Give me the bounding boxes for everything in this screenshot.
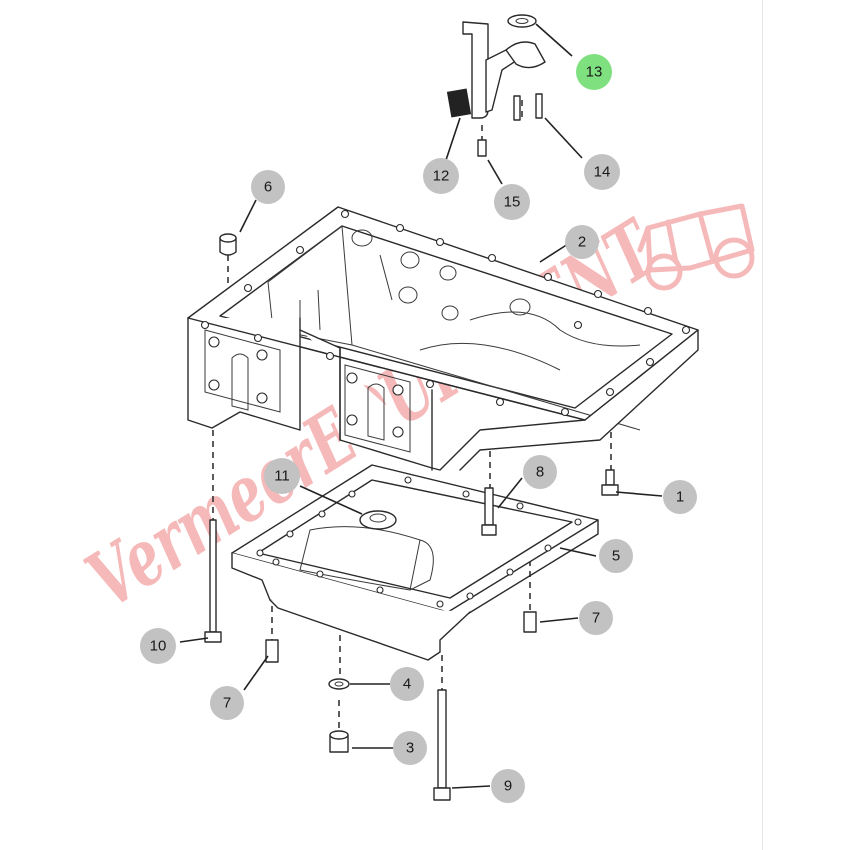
callout-13[interactable]: 13 <box>576 54 612 90</box>
callout-2[interactable]: 2 <box>565 225 599 259</box>
fasteners <box>204 233 619 801</box>
callout-3-label: 3 <box>406 740 414 757</box>
callout-7-left-label: 7 <box>223 695 231 712</box>
callout-15-label: 15 <box>504 194 521 211</box>
callout-4[interactable]: 4 <box>390 667 424 701</box>
strainer-mesh <box>446 88 472 118</box>
callouts: 1 2 3 4 5 6 7 7 8 9 10 11 12 13 14 15 <box>140 54 697 803</box>
oil-strainer-pipe <box>446 14 546 157</box>
callout-5-label: 5 <box>612 548 620 565</box>
callout-14-label: 14 <box>594 164 611 181</box>
callout-8-label: 8 <box>536 464 544 481</box>
callout-10-label: 10 <box>150 638 167 655</box>
callout-10[interactable]: 10 <box>140 628 176 664</box>
page-edge-divider <box>762 0 763 850</box>
callout-12-label: 12 <box>433 168 450 185</box>
callout-7-left[interactable]: 7 <box>210 686 244 720</box>
callout-3[interactable]: 3 <box>393 731 427 765</box>
callout-7-right[interactable]: 7 <box>579 601 613 635</box>
callout-6-label: 6 <box>264 179 272 196</box>
upper-oil-pan-housing <box>187 206 699 471</box>
callout-1-label: 1 <box>676 489 684 506</box>
callout-14[interactable]: 14 <box>584 154 620 190</box>
callout-12[interactable]: 12 <box>423 158 459 194</box>
callout-11[interactable]: 11 <box>264 458 300 494</box>
assembly-dashed-lines <box>212 100 612 735</box>
tractor-icon <box>637 203 755 291</box>
callout-9[interactable]: 9 <box>491 769 525 803</box>
callout-13-label: 13 <box>586 64 603 81</box>
callout-8[interactable]: 8 <box>523 455 557 489</box>
callout-15[interactable]: 15 <box>494 184 530 220</box>
callout-11-label: 11 <box>274 468 290 485</box>
callout-4-label: 4 <box>403 676 411 693</box>
callout-2-label: 2 <box>578 234 586 251</box>
callout-9-label: 9 <box>504 778 512 795</box>
leader-lines <box>179 23 663 789</box>
callout-6[interactable]: 6 <box>251 170 285 204</box>
callout-1[interactable]: 1 <box>663 480 697 514</box>
callout-7-right-label: 7 <box>592 610 600 627</box>
callout-5[interactable]: 5 <box>599 539 633 573</box>
lower-oil-pan <box>231 464 599 661</box>
